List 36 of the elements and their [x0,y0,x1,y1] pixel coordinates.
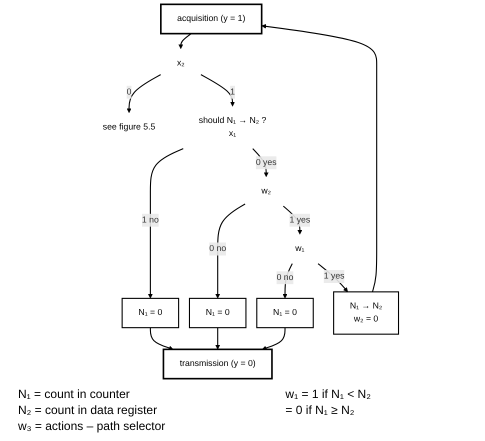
edge-label: 1 no [142,215,159,225]
edge-label: 1 yes [324,272,344,281]
arrow [178,33,192,50]
legend-note: w₁ = 1 if N₁ < N₂ [285,387,372,401]
legend-note: = 0 if N₁ ≥ N₂ [285,403,356,417]
edge-label: 0 no [209,244,226,254]
node-box: N₁ = 0 [256,298,314,328]
node-box: acquisition (y = 1) [160,4,262,34]
arrow [215,328,220,350]
edge-label: 0 no [276,272,294,282]
node-text: see figure 5.5 [102,122,156,132]
edge-label: 0 [126,87,132,97]
node-text: w₂ [261,186,272,196]
arrow [318,263,348,292]
arrow [150,328,174,350]
edge-label: 1 [230,87,235,97]
node-text: x₂ [176,58,185,68]
node-text: w₁ [295,244,304,254]
arrow [215,204,246,299]
arrow [126,74,161,114]
legend-note: w₃ = actions – path selector [18,419,166,433]
legend-note: N₁ = count in counter [18,387,131,401]
edge-label: 1 yes [289,215,310,225]
node-label: should N₁ → N₂ ? [198,116,266,126]
node-box: N₁ → N₂ w₂ = 0 [333,291,400,335]
arrow [262,328,286,350]
legend-note: N₂ = count in data register [18,403,158,417]
arrow [282,263,293,299]
arrow [148,148,184,299]
arrow [261,24,378,292]
node-box: N₁ = 0 [122,298,180,328]
arrow [200,74,235,107]
node-box: N₁ = 0 [188,298,246,328]
edge-label: 0 yes [256,158,277,168]
node-box: transmission (y = 0) [162,348,273,380]
node-text: x₁ [228,129,236,138]
